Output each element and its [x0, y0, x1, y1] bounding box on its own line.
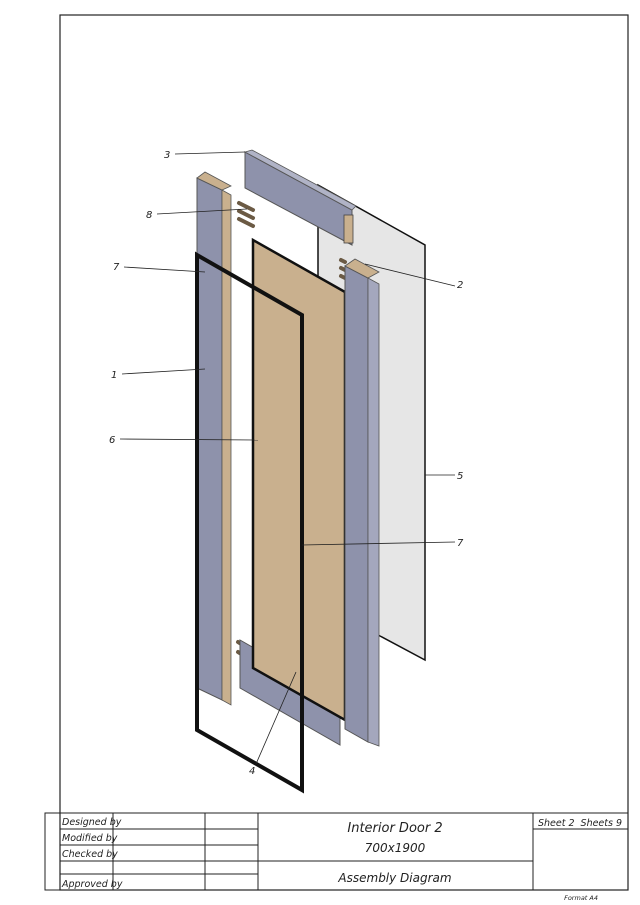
callout-1: 1: [111, 370, 117, 381]
callout-3: 3: [164, 150, 170, 161]
leader-lines: [119, 151, 456, 765]
format-label: Format A4: [564, 894, 598, 902]
designed-by-label: Designed by: [62, 817, 122, 828]
modified-by-label: Modified by: [62, 833, 118, 844]
left-stile-top: [196, 171, 232, 191]
callout-8: 8: [146, 210, 152, 221]
checked-by-label: Checked by: [62, 849, 118, 860]
right-stile: [344, 265, 369, 743]
callout-7-right: 7: [457, 538, 464, 549]
sheet-info: Sheet 2 Sheets 9: [538, 818, 622, 829]
callout-5: 5: [457, 471, 463, 482]
callout-6: 6: [109, 435, 115, 446]
approved-by-label: Approved by: [61, 879, 123, 890]
top-rail-tenon: [343, 214, 354, 244]
drawing-size: 700x1900: [365, 841, 426, 855]
callout-4: 4: [249, 766, 255, 777]
dowels: [236, 201, 347, 657]
drawing-subtitle: Assembly Diagram: [337, 871, 451, 885]
drawing-title: Interior Door 2: [347, 821, 442, 836]
callout-2: 2: [457, 280, 463, 291]
left-stile-groove: [221, 189, 232, 706]
callout-7-left: 7: [113, 262, 120, 273]
gasket-frame: [195, 251, 304, 794]
title-block: [44, 812, 629, 891]
right-stile-top: [344, 258, 380, 279]
top-rail-edge: [243, 149, 357, 211]
right-stile-side: [367, 277, 380, 747]
